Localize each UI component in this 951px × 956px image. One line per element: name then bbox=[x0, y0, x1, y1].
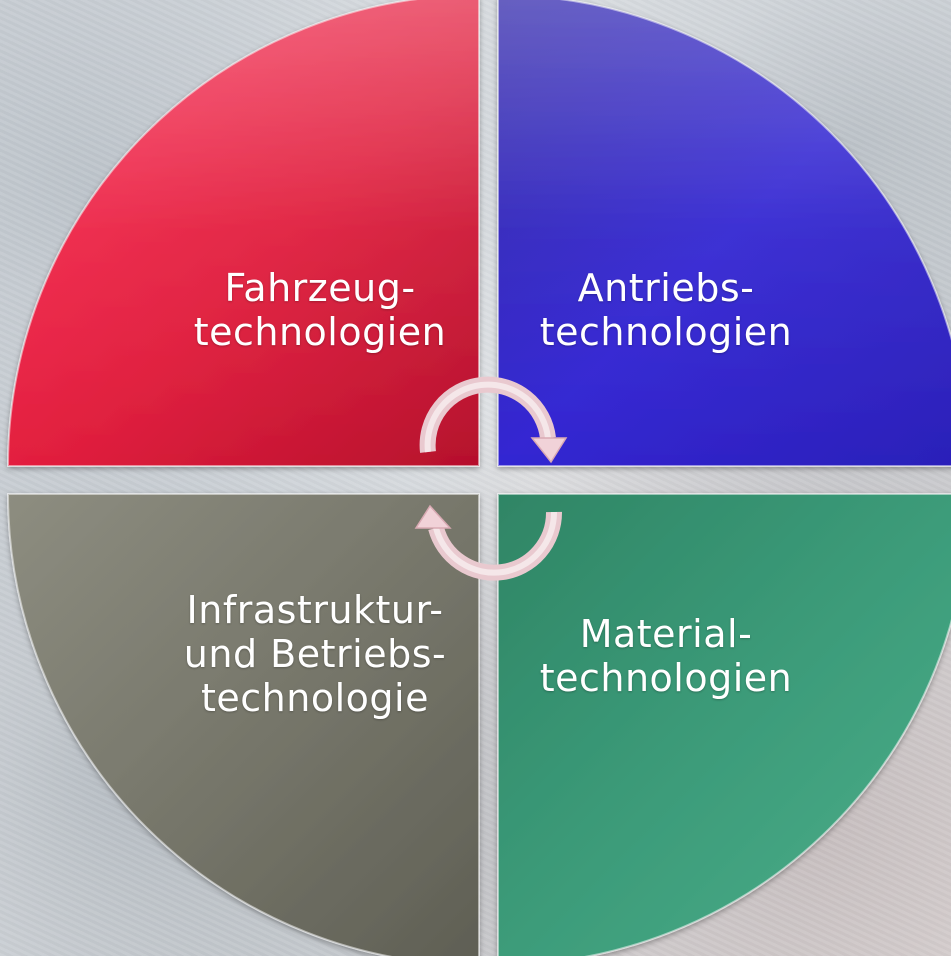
label-line: technologien bbox=[539, 310, 793, 354]
label-line: technologien bbox=[539, 656, 793, 700]
label-line: Material- bbox=[579, 612, 753, 656]
label-antriebstechnologien: Antriebs- technologien bbox=[516, 266, 816, 354]
quadrant-materialtechnologien[interactable] bbox=[497, 493, 951, 956]
label-line: Fahrzeug- bbox=[224, 266, 416, 310]
circular-arrows-icon bbox=[414, 376, 568, 581]
label-fahrzeugtechnologien: Fahrzeug- technologien bbox=[170, 266, 470, 354]
quadrant-infrastruktur-und-betriebstechnologie[interactable] bbox=[6, 493, 480, 956]
label-line: technologie bbox=[201, 676, 429, 720]
quadrant-fahrzeugtechnologien[interactable] bbox=[6, 0, 480, 467]
label-line: Antriebs- bbox=[577, 266, 755, 310]
quadrant-antriebstechnologien[interactable] bbox=[497, 0, 951, 467]
label-materialtechnologien: Material- technologien bbox=[516, 612, 816, 700]
label-line: Infrastruktur- bbox=[186, 588, 444, 632]
label-line: und Betriebs- bbox=[183, 632, 447, 676]
label-line: technologien bbox=[193, 310, 447, 354]
label-infrastruktur-und-betriebstechnologie: Infrastruktur- und Betriebs- technologie bbox=[165, 588, 465, 720]
